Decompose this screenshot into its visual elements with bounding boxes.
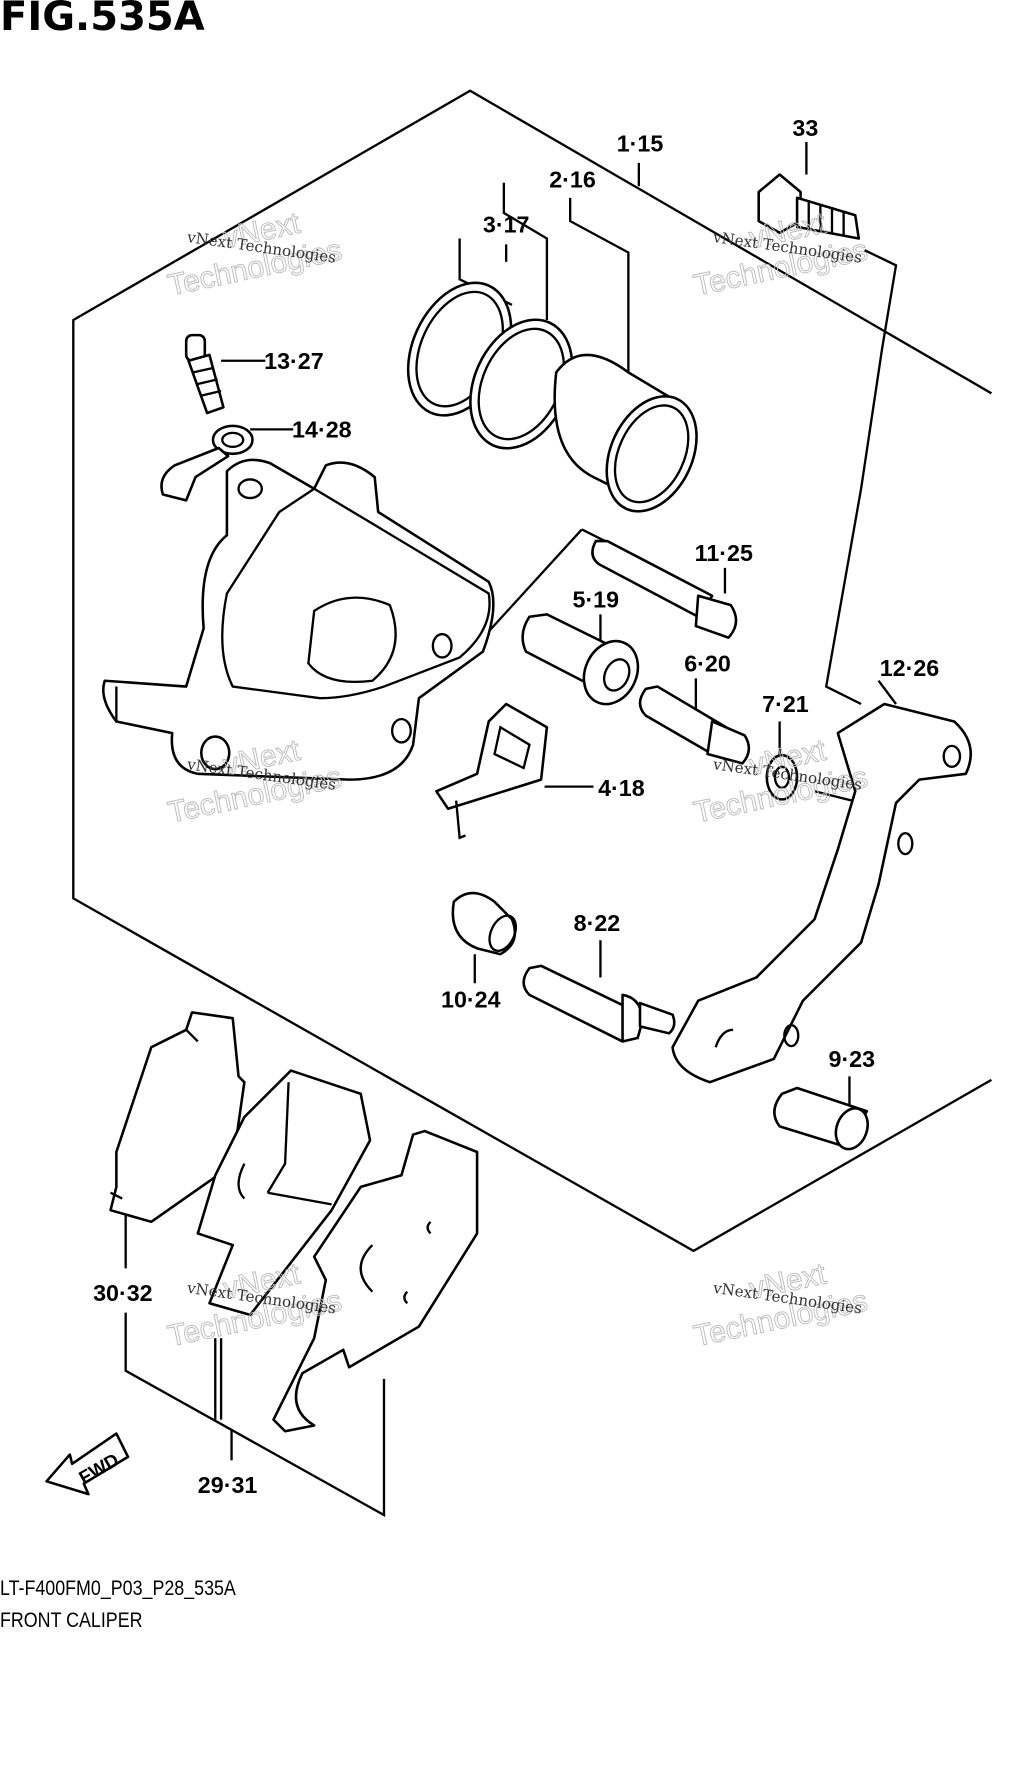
label-2-16: 2·16 (549, 166, 596, 192)
assembly-frame (72, 89, 993, 1253)
label-4-18: 4·18 (598, 775, 645, 801)
pad-shim (272, 1129, 479, 1433)
label-14-28: 14·28 (292, 417, 352, 443)
label-7-21: 7·21 (762, 691, 809, 717)
label-30-32: 30·32 (93, 1280, 153, 1306)
caliper-mounting-bolt (757, 173, 861, 240)
label-13-27: 13·27 (264, 348, 324, 374)
slide-pin-upper (591, 539, 738, 639)
label-11-25: 11·25 (695, 540, 753, 566)
bushing (773, 1086, 869, 1151)
label-29-31: 29·31 (198, 1472, 258, 1498)
label-33: 33 (792, 115, 818, 141)
bleeder-cap (160, 424, 254, 502)
pad-spring (435, 702, 549, 840)
label-12-26: 12·26 (880, 655, 940, 681)
bleeder-valve (184, 333, 225, 415)
watermark: vNext Technologies vNext Technologies (165, 733, 346, 830)
slide-pin-boot-lower (451, 891, 518, 956)
caliper-bracket (671, 702, 973, 1084)
label-10-24: 10·24 (441, 987, 501, 1013)
watermark: vNext Technologies vNext Technologies (165, 206, 346, 303)
brake-pad-inner (196, 1069, 372, 1317)
slide-pin-guide (522, 964, 676, 1043)
label-6-20: 6·20 (684, 650, 731, 676)
watermark: vNext Technologies vNext Technologies (690, 206, 871, 303)
caliper-body (101, 458, 495, 781)
forward-direction-arrow: FWD (45, 1432, 130, 1496)
slide-pin-lower (638, 685, 751, 765)
label-1-15: 1·15 (617, 130, 664, 156)
model-code: LT-F400FM0_P03_P28_535A (0, 1577, 236, 1600)
label-5-19: 5·19 (573, 586, 620, 612)
label-3-17: 3·17 (483, 212, 530, 238)
caliper-piston (553, 353, 698, 513)
watermark: vNext Technologies vNext Technologies (690, 1257, 871, 1354)
washer (765, 753, 799, 801)
figure-caption: FRONT CALIPER (0, 1609, 143, 1632)
figure-title: FIG.535A (0, 0, 205, 40)
label-9-23: 9·23 (829, 1046, 876, 1072)
label-8-22: 8·22 (574, 910, 621, 936)
slide-pin-boot-upper (521, 613, 640, 706)
part-labels: 1·15 2·16 3·17 33 13·27 14·28 11·25 5·19… (93, 115, 939, 1498)
